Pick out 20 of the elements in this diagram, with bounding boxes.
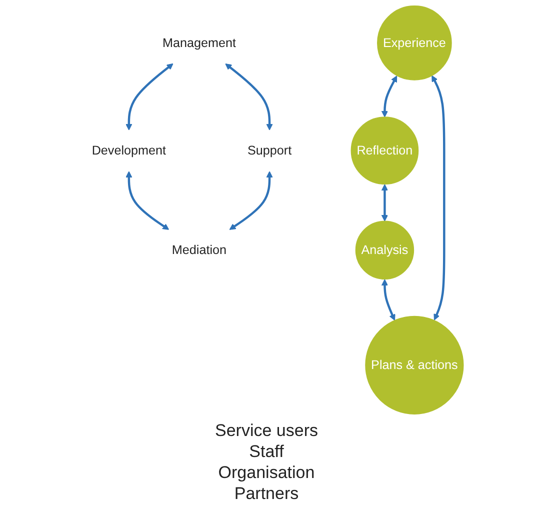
arrow xyxy=(126,171,170,230)
arrow xyxy=(229,171,273,230)
stakeholder-label: Organisation xyxy=(218,462,315,483)
arrow xyxy=(381,184,388,222)
node-circle: Plans & actions xyxy=(365,316,464,414)
arrow xyxy=(381,76,398,118)
stakeholder-label: Partners xyxy=(234,483,299,504)
stakeholder-label: Staff xyxy=(249,441,284,462)
node-text: Management xyxy=(162,36,236,50)
node-text: Support xyxy=(247,143,292,158)
node-circle: Reflection xyxy=(350,116,419,185)
arrow xyxy=(225,63,273,130)
arrow xyxy=(381,279,396,321)
arrow xyxy=(432,75,446,320)
arrow xyxy=(126,63,174,130)
node-circle: Analysis xyxy=(355,220,414,280)
node-circle: Experience xyxy=(377,6,452,80)
stakeholder-label: Service users xyxy=(215,420,318,441)
node-text: Mediation xyxy=(172,242,227,258)
node-text: Development xyxy=(92,143,166,158)
